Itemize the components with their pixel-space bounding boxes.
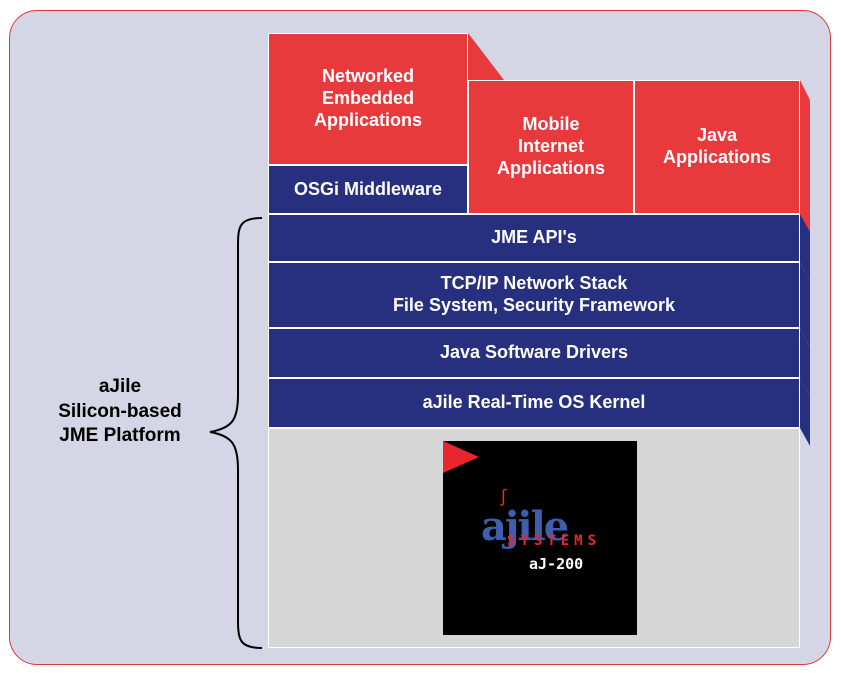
chip-model-label: aJ-200 bbox=[529, 555, 584, 573]
platform-brace bbox=[209, 217, 263, 649]
osgi-middleware-block: OSGi Middleware bbox=[268, 165, 468, 214]
platform-label: aJile Silicon-based JME Platform bbox=[20, 375, 220, 449]
osgi-middleware-label: OSGi Middleware bbox=[293, 178, 443, 199]
chip-systems-label: SYSTEMS bbox=[507, 533, 602, 549]
java-drivers-label: Java Software Drivers bbox=[439, 342, 629, 363]
network-stack-line2: File System, Security Framework bbox=[392, 295, 676, 315]
api-side-face bbox=[800, 214, 810, 282]
java-apps-block: Java Applications bbox=[634, 80, 800, 214]
aj200-chip-image: ∫ ajile SYSTEMS aJ-200 bbox=[443, 441, 637, 635]
java-side-face bbox=[800, 80, 810, 250]
networked-top-face bbox=[468, 33, 504, 80]
drivers-side-face bbox=[800, 328, 810, 396]
networked-apps-block: Networked Embedded Applications bbox=[268, 33, 468, 165]
java-drivers-layer: Java Software Drivers bbox=[268, 328, 800, 378]
mobile-apps-label: Mobile Internet Applications bbox=[496, 114, 605, 178]
jme-api-layer: JME API's bbox=[268, 214, 800, 262]
networked-apps-label: Networked Embedded Applications bbox=[313, 66, 422, 130]
stack-side-face bbox=[800, 262, 810, 348]
chip-brand: ajile bbox=[481, 503, 569, 550]
network-stack-line1: TCP/IP Network Stack bbox=[440, 273, 628, 294]
kernel-side-face bbox=[800, 378, 810, 446]
os-kernel-layer: aJile Real-Time OS Kernel bbox=[268, 378, 800, 428]
steam-icon: ∫ bbox=[501, 486, 506, 506]
red-flag-icon bbox=[443, 441, 479, 473]
os-kernel-label: aJile Real-Time OS Kernel bbox=[422, 392, 646, 413]
jme-api-label: JME API's bbox=[491, 227, 577, 248]
java-apps-label: Java Applications bbox=[662, 125, 771, 167]
network-stack-layer: TCP/IP Network Stack File System, Securi… bbox=[268, 262, 800, 328]
platform-label-line3: JME Platform bbox=[59, 425, 181, 447]
mobile-apps-block: Mobile Internet Applications bbox=[468, 80, 634, 214]
platform-label-line2: Silicon-based bbox=[58, 400, 182, 422]
platform-label-line1: aJile bbox=[98, 376, 142, 397]
